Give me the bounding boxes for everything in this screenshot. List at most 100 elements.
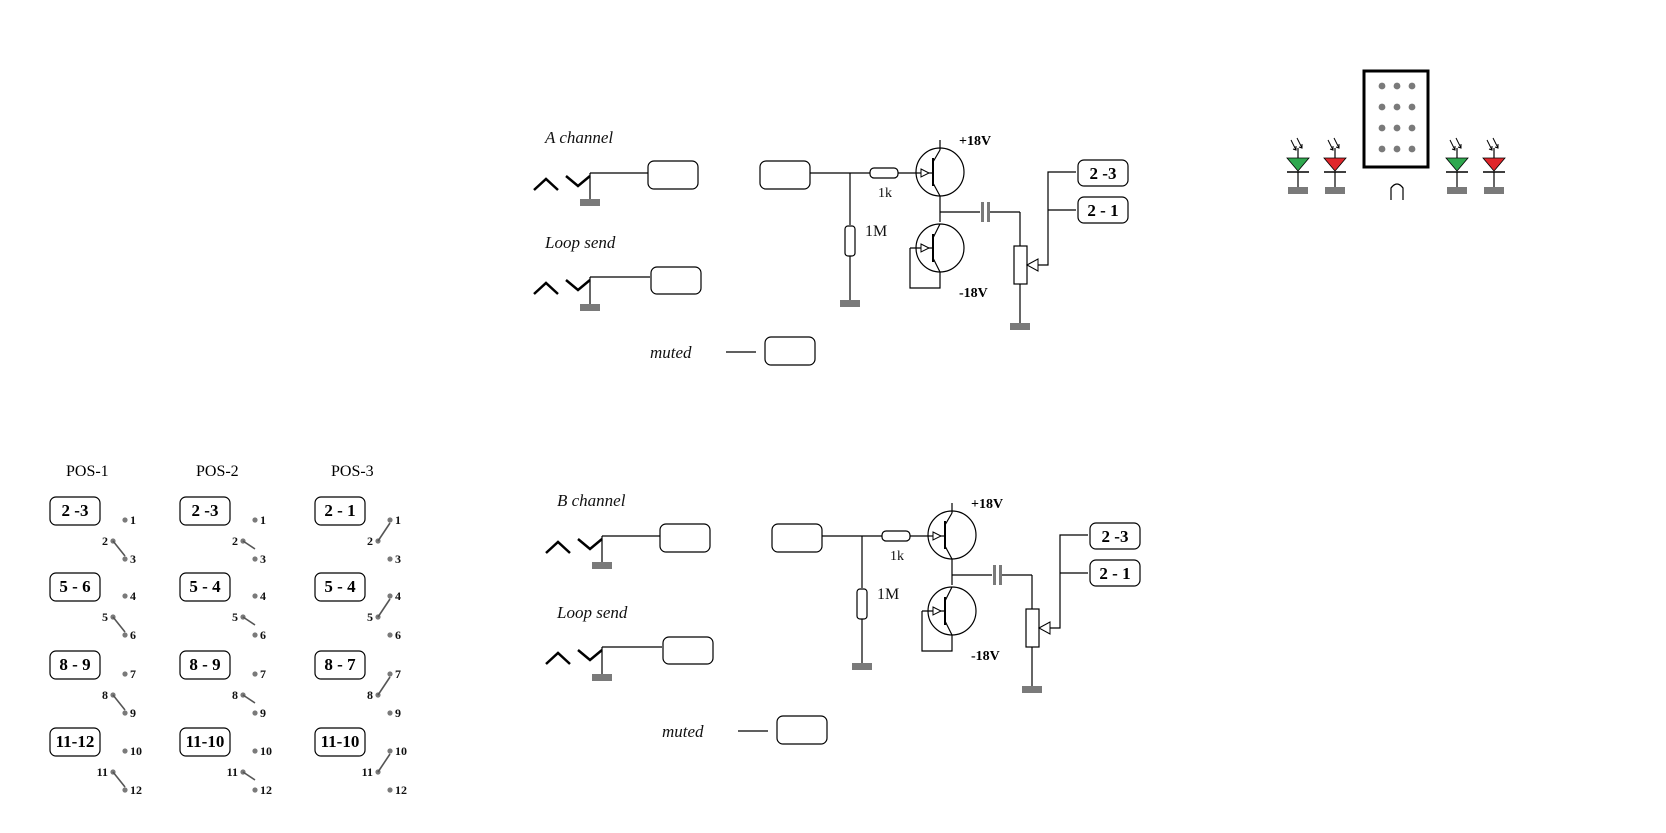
switch-box-label: 2 -3	[192, 501, 219, 520]
position-label: POS-1	[66, 463, 109, 480]
led-red-icon	[1323, 137, 1347, 194]
pin-dot	[122, 748, 128, 754]
switch-box	[179, 727, 231, 757]
pin-number: 11	[227, 765, 238, 779]
channel-a-out-bottom-box	[1077, 196, 1129, 224]
channel-b-resistor-1k-label: 1k	[890, 549, 904, 564]
pin-number: 3	[395, 552, 401, 566]
pin-dot	[252, 671, 258, 677]
switch-lever	[242, 694, 256, 704]
pin-dot	[252, 748, 258, 754]
channel-b-muted-label: muted	[662, 722, 704, 741]
pin-number: 9	[260, 706, 266, 720]
pin-dot	[387, 748, 393, 754]
channel-b-transistor-lower	[921, 586, 977, 652]
position-label: POS-3	[331, 463, 374, 480]
pin-number: 7	[130, 667, 136, 681]
channel-b-out-bottom-label: 2 - 1	[1099, 564, 1130, 583]
switch-box-label: 11-10	[186, 732, 225, 751]
channel-b-transistor-upper	[927, 503, 977, 560]
channel-b-vminus: -18V	[971, 649, 1000, 664]
switch-lever	[242, 771, 256, 781]
pin-dot	[252, 632, 258, 638]
channel-a-loop-send-box	[650, 266, 702, 295]
channel-a-schematic: A channel Loop send muted 1	[533, 128, 1129, 366]
connector-pin	[1393, 124, 1401, 132]
pin-dot	[252, 787, 258, 793]
pin-dot	[252, 593, 258, 599]
switch-group: 11-10 10 11 12	[179, 727, 272, 797]
switch-box-label: 8 - 9	[189, 655, 220, 674]
channel-b-resistor-1k	[881, 530, 911, 542]
switch-box	[49, 727, 101, 757]
led-indicators	[1286, 137, 1506, 194]
pin-number: 7	[260, 667, 266, 681]
led-red-icon	[1482, 137, 1506, 194]
connector-pin	[1408, 82, 1416, 90]
channel-a-muted-label: muted	[650, 343, 692, 362]
switch-lever	[112, 616, 126, 633]
switch-box	[49, 572, 101, 602]
connector-pin	[1393, 103, 1401, 111]
pin-number: 1	[395, 513, 401, 527]
switch-lever	[242, 616, 256, 626]
channel-a-resistor-1k-label: 1k	[878, 186, 892, 201]
channel-a-transistor-upper	[915, 140, 965, 197]
channel-a-stage-box	[759, 160, 811, 190]
pin-number: 8	[367, 688, 373, 702]
switch-box-label: 2 -3	[62, 501, 89, 520]
channel-a-potentiometer	[1013, 245, 1028, 285]
channel-b-vplus: +18V	[971, 497, 1003, 512]
pin-number: 10	[260, 744, 272, 758]
pin-number: 4	[395, 589, 401, 603]
channel-b-input-jack	[545, 535, 660, 569]
channel-b-title: B channel	[557, 491, 626, 510]
pin-number: 12	[260, 783, 272, 797]
pin-number: 6	[130, 628, 136, 642]
pin-number: 10	[130, 744, 142, 758]
pin-dot	[387, 517, 393, 523]
switch-box-label: 11-10	[321, 732, 360, 751]
led-green-icon	[1286, 137, 1310, 194]
pin-number: 2	[102, 534, 108, 548]
pin-dot	[122, 632, 128, 638]
channel-a-muted-box	[764, 336, 816, 366]
pin-number: 4	[260, 589, 266, 603]
channel-a-out-top-label: 2 -3	[1090, 164, 1117, 183]
pin-dot	[387, 593, 393, 599]
channel-b-loop-send-jack	[545, 646, 662, 681]
channel-b-resistor-1m-label: 1M	[877, 586, 899, 603]
channel-a-vplus: +18V	[959, 134, 991, 149]
connector-pin	[1378, 82, 1386, 90]
channel-b-loop-send-label: Loop send	[556, 603, 628, 622]
pin-number: 6	[260, 628, 266, 642]
pin-number: 12	[130, 783, 142, 797]
switch-box	[314, 572, 366, 602]
connector-key-icon	[1390, 183, 1404, 200]
channel-b-out-top-label: 2 -3	[1102, 527, 1129, 546]
channel-a-title: A channel	[544, 128, 613, 147]
pin-number: 10	[395, 744, 407, 758]
pin-number: 3	[260, 552, 266, 566]
pin-number: 6	[395, 628, 401, 642]
position-label: POS-2	[196, 463, 239, 480]
pin-dot	[122, 593, 128, 599]
pin-header-connector	[1362, 69, 1430, 200]
connector-pin	[1408, 124, 1416, 132]
channel-a-capacitor	[981, 202, 984, 222]
switch-box-label: 5 - 4	[324, 577, 356, 596]
channel-b-input-box	[659, 523, 711, 553]
channel-a-vminus: -18V	[959, 286, 988, 301]
switch-lever	[377, 753, 391, 773]
channel-a-transistor-lower	[909, 223, 965, 289]
channel-a-resistor-1m	[844, 225, 856, 257]
pin-dot	[122, 517, 128, 523]
pin-number: 2	[367, 534, 373, 548]
switch-box-label: 11-12	[56, 732, 95, 751]
